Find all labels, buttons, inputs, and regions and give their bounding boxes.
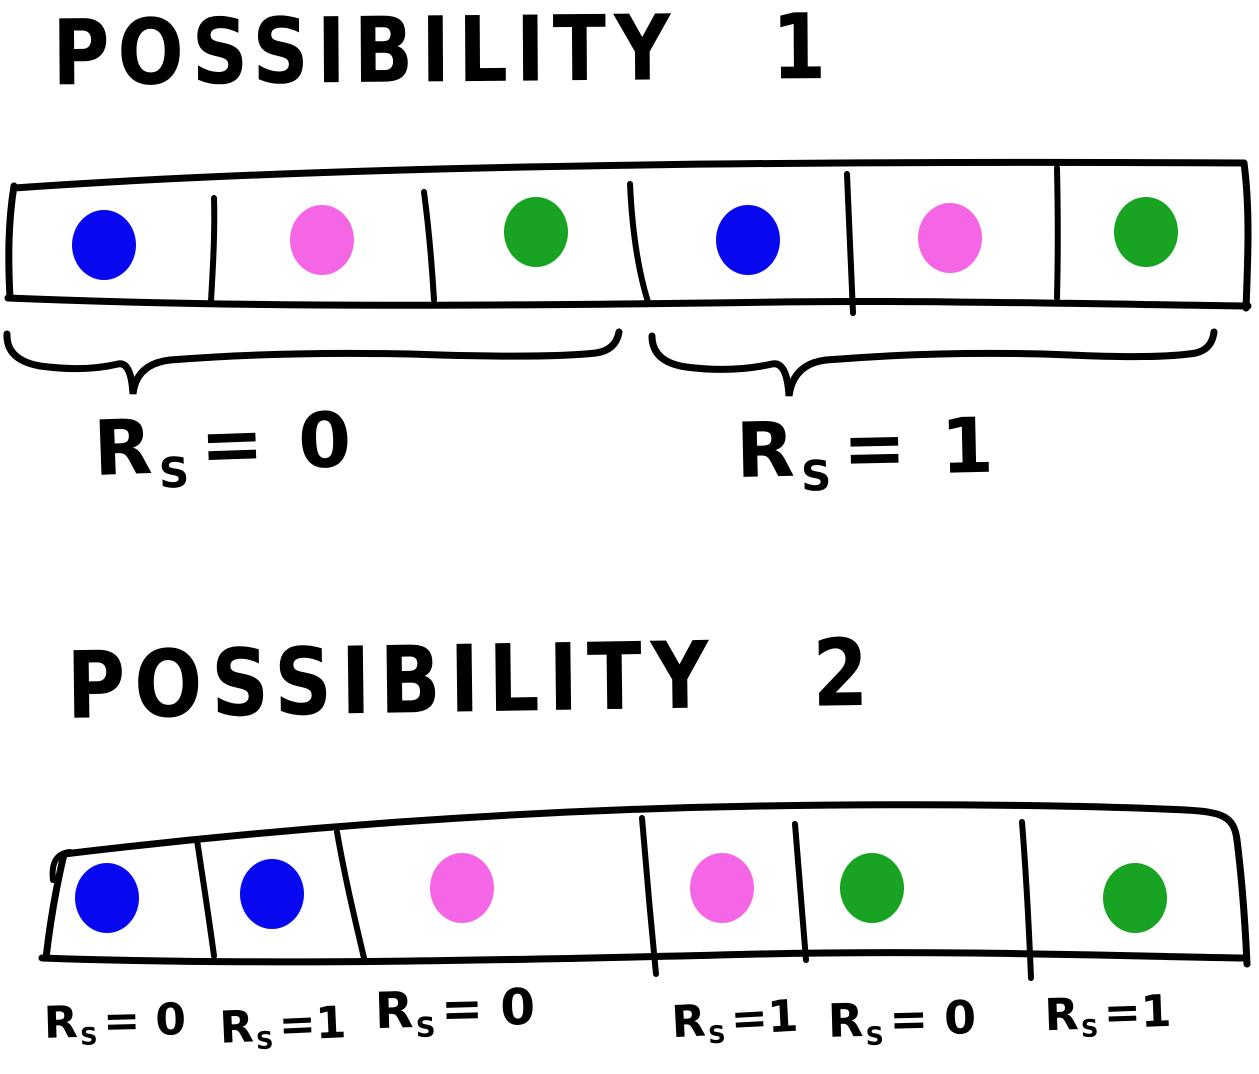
possibility-1-strip <box>4 158 1252 316</box>
strip-1-dots <box>72 197 1178 280</box>
strip-1-top-border <box>10 158 1248 192</box>
cell-label-rs1: RS=1 <box>218 997 347 1057</box>
rs-value: =1 <box>277 997 348 1052</box>
rs-subscript: S <box>255 1026 275 1056</box>
dot-green <box>1103 863 1167 933</box>
strip-2-divider-3 <box>639 815 659 977</box>
underbrace-rs1 <box>648 328 1218 397</box>
strip-1-divider-1 <box>208 195 218 304</box>
dot-green <box>504 197 568 267</box>
strip-1-divider-3 <box>627 181 651 305</box>
cell-label-rs0: RS= 0 <box>827 990 977 1052</box>
rs-base: R <box>827 993 864 1048</box>
group-label-rs1: RS= 1 <box>735 401 999 502</box>
strip-2-right-border <box>1233 836 1251 968</box>
strip-2-ink <box>38 801 1251 981</box>
group-braces <box>3 328 1218 397</box>
rs-base: R <box>735 404 800 495</box>
underbrace-rs0 <box>3 328 623 395</box>
rs-subscript: S <box>79 1022 98 1052</box>
dot-blue <box>72 210 136 280</box>
strip-2-corner-hook <box>49 849 73 883</box>
rs-value: = 0 <box>440 977 536 1039</box>
rs-value: =1 <box>729 990 800 1046</box>
strip-2-divider-4 <box>792 821 809 963</box>
strip-1-divider-4 <box>844 171 856 316</box>
dot-pink <box>918 203 982 273</box>
possibility-1-title: POSSIBILITY 1 <box>52 0 835 107</box>
rs-base: R <box>670 995 707 1049</box>
rs-subscript: S <box>707 1020 727 1050</box>
rs-subscript: S <box>415 1011 436 1044</box>
strip-1-left-border <box>5 182 18 302</box>
cell-label-rs0: RS= 0 <box>43 994 187 1052</box>
dot-pink <box>430 853 494 923</box>
dot-pink <box>690 853 754 923</box>
rs-subscript: S <box>800 450 832 501</box>
possibility-2-title: POSSIBILITY 2 <box>66 618 878 740</box>
rs-base: R <box>92 401 158 493</box>
dot-blue <box>716 205 780 275</box>
dot-green <box>1114 197 1178 267</box>
strip-1-ink <box>4 158 1252 316</box>
rs-value: =1 <box>1102 985 1173 1040</box>
strip-2-top-border <box>60 801 1241 858</box>
rs-base: R <box>43 996 79 1049</box>
braces-ink <box>3 328 1218 397</box>
strip-2-divider-5 <box>1019 819 1034 981</box>
rs-value: = 0 <box>198 394 357 490</box>
strip-2-bottom-border <box>38 949 1246 966</box>
rs-value: = 1 <box>841 400 999 493</box>
strip-2-dots <box>75 853 1167 933</box>
possibility-2-strip <box>38 801 1251 981</box>
dot-pink <box>290 205 354 275</box>
strip-2-left-border <box>42 850 68 962</box>
strip-2-divider-2 <box>334 829 367 961</box>
strip-1-bottom-border <box>4 294 1252 310</box>
strip-1-right-border <box>1240 159 1252 312</box>
rs-subscript: S <box>865 1021 885 1051</box>
rs-value: = 0 <box>102 994 187 1048</box>
strip-1-divider-2 <box>421 189 437 303</box>
cell-label-rs0: RS= 0 <box>374 978 536 1045</box>
rs-subscript: S <box>1080 1014 1099 1044</box>
cell-label-rs1: RS=1 <box>670 991 799 1052</box>
group-label-rs0: RS= 0 <box>92 395 357 500</box>
rs-base: R <box>373 981 415 1041</box>
rs-base: R <box>218 1001 255 1054</box>
dot-blue <box>240 859 304 929</box>
strip-1-divider-5 <box>1054 165 1061 301</box>
strip-2-divider-1 <box>194 837 217 959</box>
dot-green <box>840 853 904 923</box>
rs-subscript: S <box>158 447 190 498</box>
rs-value: = 0 <box>888 990 977 1047</box>
cell-label-rs1: RS=1 <box>1044 986 1173 1045</box>
rs-base: R <box>1043 989 1080 1042</box>
dot-blue <box>75 863 139 933</box>
